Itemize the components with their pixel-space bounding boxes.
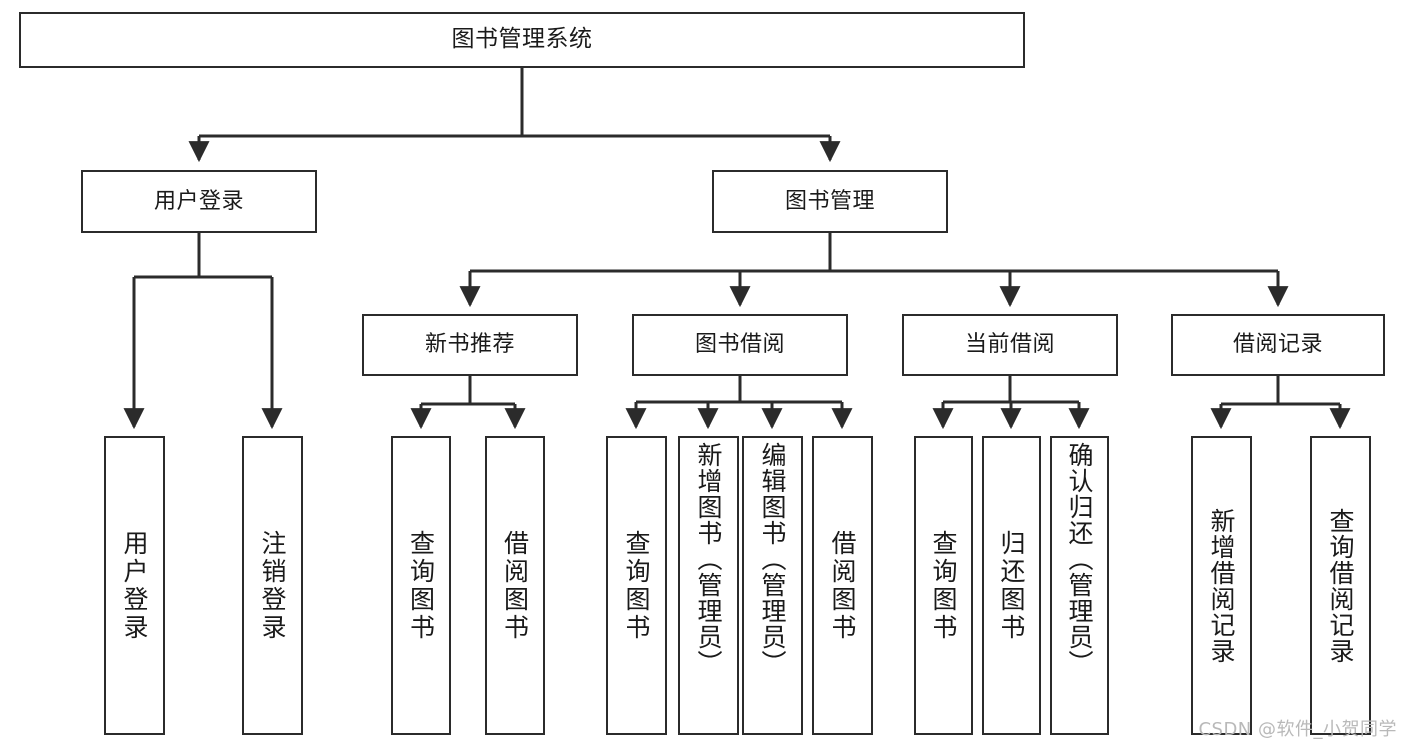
node-current-borrow-label: 当前借阅 <box>964 332 1055 358</box>
leaf-text-wrap: 归还图书 <box>984 438 1039 733</box>
node-leaf-user-login[interactable]: 用户登录 <box>104 436 165 735</box>
leaf-text-wrap: 用户登录 <box>106 438 163 733</box>
node-book-manage-label: 图书管理 <box>784 188 875 214</box>
node-borrow-record[interactable]: 借阅记录 <box>1171 314 1385 376</box>
node-leaf-query-book-rec[interactable]: 查询图书 <box>391 436 451 735</box>
node-leaf-add-book[interactable]: 新增图书（管理员） <box>678 436 739 735</box>
node-book-borrow-label: 图书借阅 <box>694 332 785 358</box>
node-leaf-logout[interactable]: 注销登录 <box>242 436 303 735</box>
leaf-text-wrap: 查询图书 <box>916 438 971 733</box>
node-leaf-query-record[interactable]: 查询借阅记录 <box>1310 436 1371 735</box>
node-leaf-edit-book-label: 编辑图书（管理员） <box>758 442 787 676</box>
leaf-text-wrap: 查询图书 <box>393 438 449 733</box>
node-leaf-borrow-book[interactable]: 借阅图书 <box>812 436 873 735</box>
node-user-login-label: 用户登录 <box>153 188 244 214</box>
node-user-login[interactable]: 用户登录 <box>81 170 317 233</box>
node-leaf-borrow-book-rec-label: 借阅图书 <box>500 529 530 642</box>
node-root[interactable]: 图书管理系统 <box>19 12 1025 68</box>
leaf-text-wrap: 新增图书（管理员） <box>680 438 737 733</box>
leaf-text-wrap: 借阅图书 <box>814 438 871 733</box>
leaf-text-wrap: 注销登录 <box>244 438 301 733</box>
node-current-borrow[interactable]: 当前借阅 <box>902 314 1118 376</box>
node-new-book-recommend-label: 新书推荐 <box>424 332 515 358</box>
node-leaf-add-record[interactable]: 新增借阅记录 <box>1191 436 1252 735</box>
node-leaf-return-book[interactable]: 归还图书 <box>982 436 1041 735</box>
node-leaf-add-book-label: 新增图书（管理员） <box>694 442 723 676</box>
leaf-text-wrap: 新增借阅记录 <box>1193 438 1250 733</box>
node-new-book-recommend[interactable]: 新书推荐 <box>362 314 578 376</box>
node-leaf-edit-book[interactable]: 编辑图书（管理员） <box>742 436 803 735</box>
node-borrow-record-label: 借阅记录 <box>1232 332 1323 358</box>
node-leaf-borrow-book-rec[interactable]: 借阅图书 <box>485 436 545 735</box>
node-book-manage[interactable]: 图书管理 <box>712 170 948 233</box>
node-leaf-query-book-rec-label: 查询图书 <box>406 529 436 642</box>
node-leaf-query-book-borrow-label: 查询图书 <box>622 529 651 642</box>
node-book-borrow[interactable]: 图书借阅 <box>632 314 848 376</box>
node-leaf-return-book-label: 归还图书 <box>997 529 1026 642</box>
leaf-text-wrap: 确认归还（管理员） <box>1052 438 1107 733</box>
node-leaf-logout-label: 注销登录 <box>258 529 287 642</box>
leaf-text-wrap: 查询图书 <box>608 438 665 733</box>
csdn-watermark: CSDN @软件_小贺同学 <box>1198 719 1397 740</box>
node-leaf-borrow-book-label: 借阅图书 <box>828 529 857 642</box>
node-leaf-query-book-current-label: 查询图书 <box>929 529 958 642</box>
node-leaf-confirm-return-label: 确认归还（管理员） <box>1065 442 1094 676</box>
leaf-text-wrap: 借阅图书 <box>487 438 543 733</box>
node-leaf-user-login-label: 用户登录 <box>120 529 149 642</box>
node-leaf-query-record-label: 查询借阅记录 <box>1326 507 1355 664</box>
leaf-text-wrap: 编辑图书（管理员） <box>744 438 801 733</box>
node-root-label: 图书管理系统 <box>451 26 593 53</box>
node-leaf-query-book-current[interactable]: 查询图书 <box>914 436 973 735</box>
node-leaf-add-record-label: 新增借阅记录 <box>1207 507 1236 664</box>
leaf-text-wrap: 查询借阅记录 <box>1312 438 1369 733</box>
node-leaf-query-book-borrow[interactable]: 查询图书 <box>606 436 667 735</box>
node-leaf-confirm-return[interactable]: 确认归还（管理员） <box>1050 436 1109 735</box>
